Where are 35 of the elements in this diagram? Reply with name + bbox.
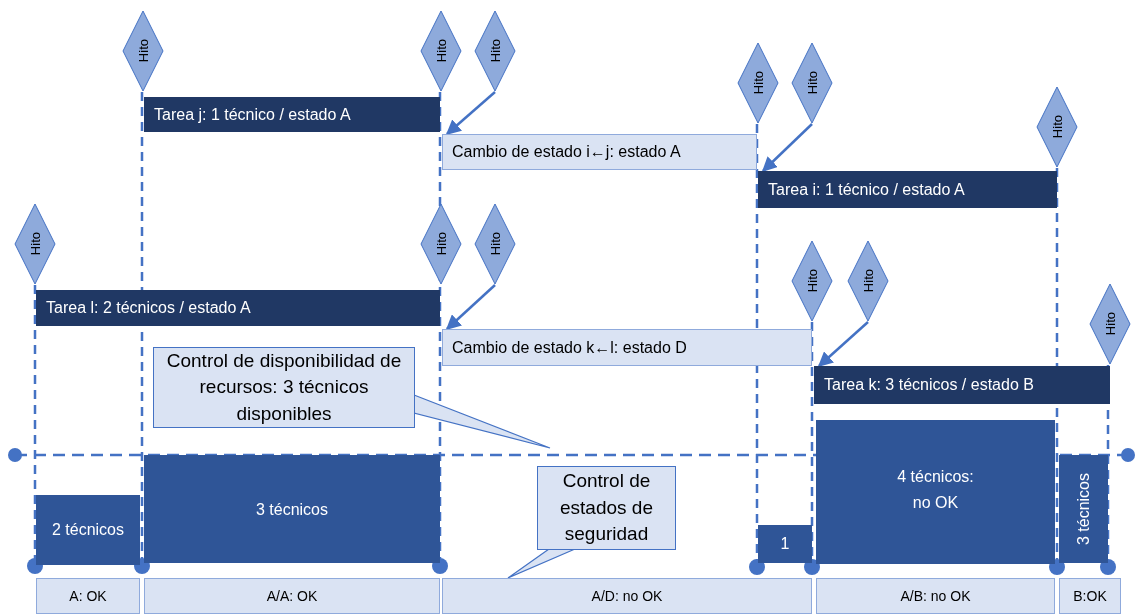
state-change-bar: Cambio de estado i←j: estado A (442, 134, 757, 170)
milestone-diamond: Hito (791, 240, 833, 322)
resource-block: 2 técnicos (36, 495, 140, 565)
state-cell: A/B: no OK (816, 578, 1055, 614)
callout-box: Control de estados de seguridad (537, 466, 676, 550)
callout-box: Control de disponibilidad de recursos: 3 técnicos disponibles (153, 347, 415, 428)
milestone-diamond: Hito (474, 203, 516, 285)
arrow (445, 284, 496, 330)
callout-pointer (507, 548, 576, 579)
resource-block: 3 técnicos (144, 455, 440, 563)
resource-block: 1 (758, 525, 812, 563)
milestone-diamond: Hito (737, 42, 779, 124)
resource-block: 3 técnicos (1059, 455, 1108, 563)
callout-pointer (413, 394, 551, 449)
milestone-diamond: Hito (474, 10, 516, 92)
milestone-diamond: Hito (847, 240, 889, 322)
task-bar: Tarea k: 3 técnicos / estado B (814, 366, 1110, 404)
milestone-diamond: Hito (1089, 283, 1131, 365)
task-bar: Tarea l: 2 técnicos / estado A (36, 290, 440, 326)
arrow (445, 91, 496, 135)
milestone-diamond: Hito (14, 203, 56, 285)
arrow (761, 123, 813, 173)
milestone-diamond: Hito (420, 203, 462, 285)
state-cell: A/A: OK (144, 578, 440, 614)
milestone-diamond: Hito (791, 42, 833, 124)
state-cell: B:OK (1059, 578, 1121, 614)
task-bar: Tarea j: 1 técnico / estado A (144, 97, 440, 132)
milestone-diamond: Hito (1036, 86, 1078, 168)
task-bar: Tarea i: 1 técnico / estado A (758, 171, 1057, 208)
state-change-bar: Cambio de estado k←l: estado D (442, 329, 812, 366)
resource-block: 4 técnicos: no OK (816, 420, 1055, 564)
state-cell: A: OK (36, 578, 140, 614)
arrow (817, 321, 869, 367)
milestone-diamond: Hito (122, 10, 164, 92)
milestone-diamond: Hito (420, 10, 462, 92)
